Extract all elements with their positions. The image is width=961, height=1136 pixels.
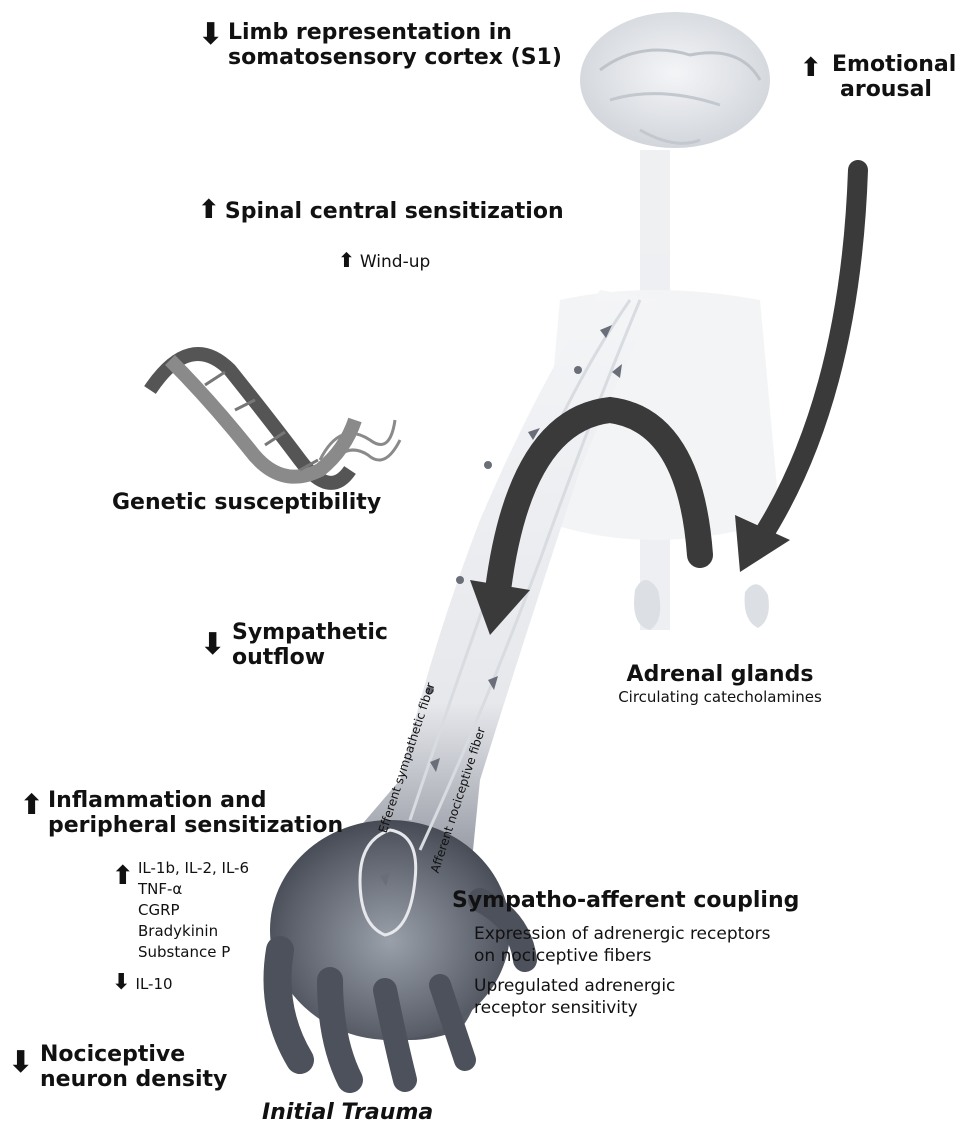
spinal-sensitization-group: ⬆ Spinal central sensitization xyxy=(198,198,564,224)
down-arrow-icon: ⬇ xyxy=(8,1050,33,1075)
initial-trauma-label: Initial Trauma xyxy=(262,1100,433,1125)
adrenal-glands-label: Adrenal glands xyxy=(590,662,850,687)
spinal-sensitization-label: Spinal central sensitization xyxy=(225,199,564,224)
down-arrow-icon: ⬇ xyxy=(198,22,223,47)
inflammation-label: Inflammation and peripheral sensitizatio… xyxy=(48,788,343,838)
down-arrow-icon: ⬇ xyxy=(200,632,225,657)
cytokine-item: Substance P xyxy=(138,942,249,963)
limb-rep-line-1: Limb representation in xyxy=(228,20,562,45)
nociceptive-line-1: Nociceptive xyxy=(40,1042,227,1067)
brain-image xyxy=(580,12,770,148)
emotional-line-2: arousal xyxy=(832,77,956,102)
adrenal-glands-image xyxy=(634,580,769,630)
inflammation-line-2: peripheral sensitization xyxy=(48,813,343,838)
coupling-title: Sympatho-afferent coupling xyxy=(452,888,799,913)
sympathetic-line-2: outflow xyxy=(232,645,388,670)
nociceptive-line-2: neuron density xyxy=(40,1067,227,1092)
dna-helix-image xyxy=(150,354,400,483)
il10-group: ⬇ IL-10 xyxy=(112,970,173,995)
limb-representation-label: Limb representation in somatosensory cor… xyxy=(228,20,562,70)
windup-group: ⬆ Wind-up xyxy=(338,248,430,273)
sympathetic-outflow-label: Sympathetic outflow xyxy=(232,620,388,670)
limb-rep-line-2: somatosensory cortex (S1) xyxy=(228,45,562,70)
coupling-item: on nociceptive fibers xyxy=(452,945,799,967)
cytokine-item: CGRP xyxy=(138,900,249,921)
il10-label: IL-10 xyxy=(136,975,173,993)
sympathetic-line-1: Sympathetic xyxy=(232,620,388,645)
up-arrow-icon: ⬆ xyxy=(800,56,822,81)
up-arrow-icon: ⬆ xyxy=(20,792,43,817)
down-arrow-icon: ⬇ xyxy=(112,970,130,995)
inflammation-line-1: Inflammation and xyxy=(48,788,343,813)
emotional-arousal-label: Emotional arousal xyxy=(832,52,956,102)
up-arrow-icon: ⬆ xyxy=(198,195,220,225)
catecholamines-label: Circulating catecholamines xyxy=(590,687,850,708)
cytokines-up-list: IL-1b, IL-2, IL-6 TNF-α CGRP Bradykinin … xyxy=(138,858,249,963)
coupling-item: Expression of adrenergic receptors xyxy=(452,923,799,945)
adrenal-glands-group: Adrenal glands Circulating catecholamine… xyxy=(590,662,850,708)
cytokine-item: TNF-α xyxy=(138,879,249,900)
emotional-line-1: Emotional xyxy=(832,52,956,77)
coupling-item: receptor sensitivity xyxy=(452,997,799,1019)
windup-label: Wind-up xyxy=(360,252,430,272)
up-arrow-icon: ⬆ xyxy=(112,864,134,889)
cytokine-item: Bradykinin xyxy=(138,921,249,942)
cytokine-item: IL-1b, IL-2, IL-6 xyxy=(138,858,249,879)
nociceptive-label: Nociceptive neuron density xyxy=(40,1042,227,1092)
coupling-group: Sympatho-afferent coupling Expression of… xyxy=(452,888,799,1019)
coupling-item: Upregulated adrenergic xyxy=(452,975,799,997)
genetic-susceptibility-label: Genetic susceptibility xyxy=(112,490,381,515)
up-arrow-icon: ⬆ xyxy=(338,248,355,272)
